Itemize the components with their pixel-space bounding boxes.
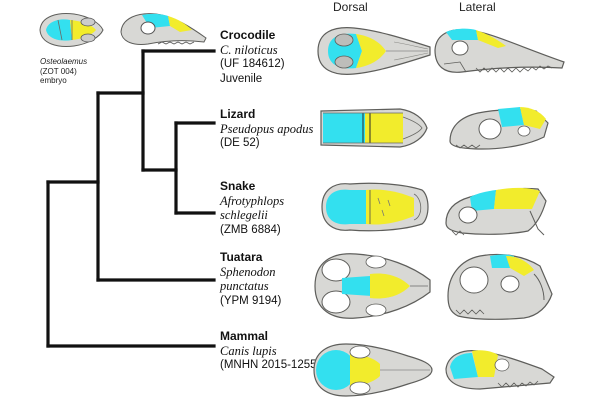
snake-skull-lateral: [445, 187, 547, 236]
taxon-species-2: schlegelii: [220, 208, 268, 222]
taxon-specimen: (MNHN 2015-1255): [220, 359, 321, 371]
taxon-species: Sphenodon: [220, 264, 276, 279]
taxon-crocodile: Crocodile C. niloticus (UF 184612) Juven…: [220, 28, 285, 86]
taxon-species: C. niloticus: [220, 42, 278, 57]
crocodile-skull-lateral: [434, 28, 565, 73]
embryo-stage: embryo: [40, 76, 67, 85]
taxon-species: Pseudopus apodus: [220, 121, 314, 136]
taxon-note: Juvenile: [220, 72, 263, 85]
taxon-group: Mammal: [220, 329, 269, 343]
mammal-skull-lateral: [445, 350, 555, 390]
taxon-specimen: (ZMB 6884): [220, 223, 281, 236]
mammal-skull-dorsal: [313, 343, 433, 397]
taxon-species: Afrotyphlops: [220, 193, 285, 208]
taxon-group: Lizard: [220, 107, 256, 121]
taxon-snake: Snake Afrotyphlops schlegelii (ZMB 6884): [220, 179, 284, 237]
lizard-skull-lateral: [449, 107, 549, 150]
tuatara-skull-dorsal: [314, 253, 431, 319]
taxon-group: Tuatara: [220, 250, 263, 264]
embryo-skull-lateral: [120, 13, 207, 45]
embryo-species: Osteolaemus: [40, 57, 88, 66]
taxon-specimen: (UF 184612): [220, 58, 285, 70]
snake-skull-dorsal: [321, 182, 429, 232]
taxon-specimen: (DE 52): [220, 137, 260, 149]
tuatara-skull-lateral: [447, 253, 553, 320]
taxon-group: Crocodile: [220, 28, 276, 42]
crocodile-skull-dorsal: [317, 27, 431, 75]
lateral-header: Lateral: [459, 0, 496, 14]
taxon-lizard: Lizard Pseudopus apodus (DE 52): [220, 107, 313, 151]
embryo-skull-dorsal: [39, 13, 104, 47]
taxon-group: Snake: [220, 179, 256, 193]
taxon-specimen: (YPM 9194): [220, 294, 282, 307]
taxon-mammal: Mammal Canis lupis (MNHN 2015-1255): [220, 329, 320, 373]
taxon-tuatara: Tuatara Sphenodon punctatus (YPM 9194): [220, 250, 281, 308]
taxon-species: Canis lupis: [220, 343, 277, 358]
taxon-species-2: punctatus: [220, 279, 269, 293]
embryo-label: Osteolaemus (ZOT 004) embryo: [40, 57, 87, 86]
lizard-skull-dorsal: [320, 108, 428, 148]
dorsal-header: Dorsal: [333, 0, 368, 14]
embryo-id: (ZOT 004): [40, 66, 77, 76]
